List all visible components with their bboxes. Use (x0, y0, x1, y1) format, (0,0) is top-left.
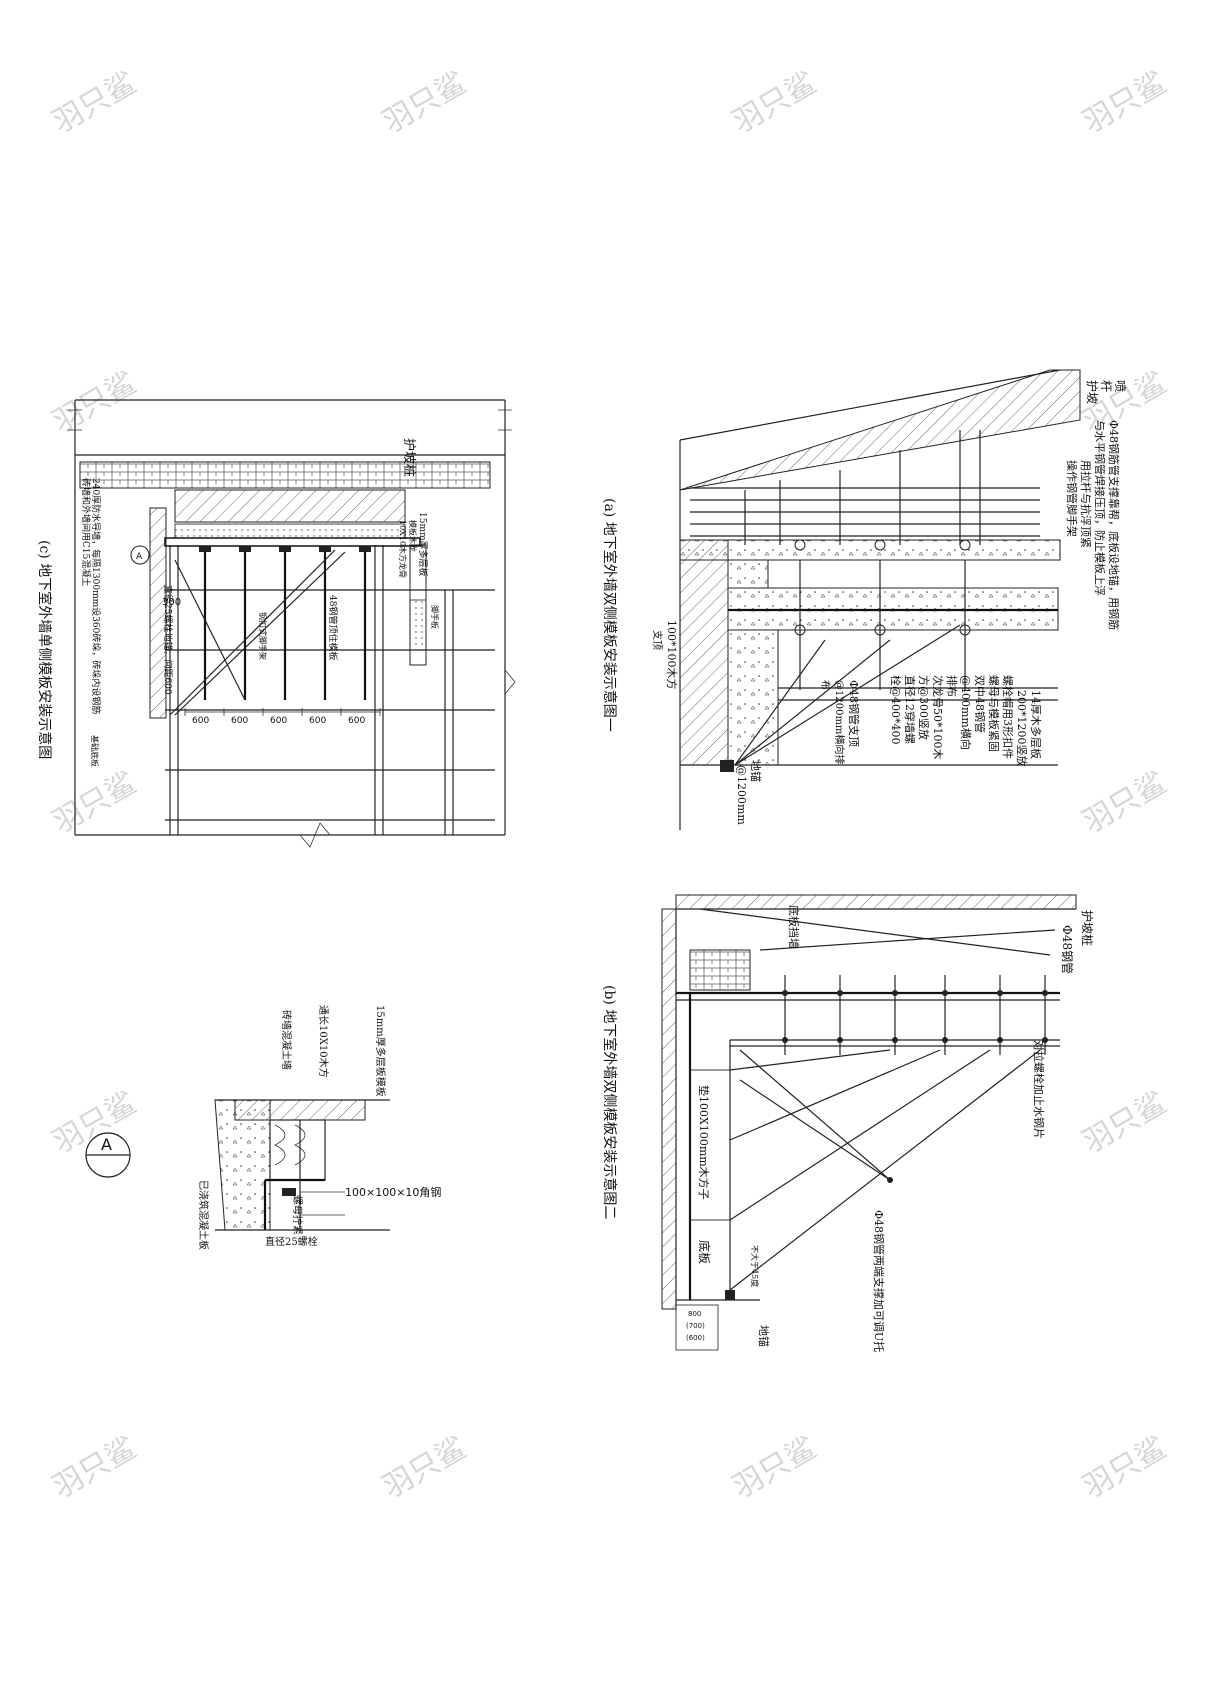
watermark: 羽只鲨 (1077, 65, 1172, 140)
label-board: 14厚木多层板 (1029, 690, 1043, 759)
label-wood: 100*100木方 (665, 620, 679, 690)
watermark: 羽只鲨 (47, 365, 142, 440)
label-base: 基础底板 (90, 735, 100, 767)
watermark: 羽只鲨 (377, 1430, 472, 1505)
posts-b (782, 975, 1048, 1055)
label-conc: 已浇筑混凝土板 (197, 1180, 210, 1250)
watermark: 羽只鲨 (1077, 1085, 1172, 1160)
diagram-b: 护坡桩 Φ48钢管 底板挡墙 对拉螺栓加止水钢片 Φ48钢管两端支撑加可调U托 … (601, 894, 1095, 1352)
watermark: 羽只鲨 (47, 1085, 142, 1160)
svg-text:A: A (136, 552, 143, 562)
label-note-4: 操作钢管脚手架 (1065, 460, 1079, 537)
label-brick2: 砖墙和外墙间用C15混凝土 (80, 478, 92, 586)
diagram-c: A 护坡桩 240厚防水导墙，每隔1300mm设360砖垛，砖垛内设钢筋 砖墙和… (36, 399, 516, 848)
label-anchor: 地锚 (757, 1325, 771, 1347)
label-pile: 护坡桩 (401, 438, 416, 477)
label-main: 模板木龙 (408, 520, 418, 552)
label-pen: 喷 (1113, 380, 1127, 392)
bracing (734, 539, 971, 766)
watermark: 羽只鲨 (727, 65, 822, 140)
label-angle: 100×100×10角钢 (345, 1186, 441, 1199)
scaffold-grid (165, 545, 495, 835)
label-spacing: @400mm横向 (959, 675, 973, 750)
label-bolt-d: 直径12穿墙螺 (903, 675, 917, 744)
dim-600: 600 (348, 716, 365, 726)
label-bolt-s: 栓@400*400 (889, 675, 903, 745)
label-note-2: 与水平钢管焊接压顶，防止模板上浮 (1093, 420, 1107, 596)
caption-a: (a) 地下室外墙双侧模板安装示意图一 (601, 498, 618, 732)
label-brick: 砖墙混凝土墙 (280, 1010, 293, 1070)
dim-600: 600 (231, 716, 248, 726)
detail-symbol: A (101, 1135, 112, 1154)
label-pipe: 48钢管顶住模板 (327, 595, 339, 660)
caption-c: (c) 地下室外墙单侧模板安装示意图 (36, 540, 53, 759)
label-board: 15mm厚多层板模板 (374, 1005, 387, 1097)
label-board2: 200*1200竖放 (1015, 690, 1029, 767)
label-screw: 直径25螺栓地锚，间距600 (162, 585, 174, 695)
watermark: 羽只鲨 (377, 65, 472, 140)
dim-600: 600 (309, 716, 326, 726)
label-pipe: Φ48钢管支顶 (847, 680, 861, 747)
label-pipe: Φ48钢管 (1060, 925, 1075, 974)
label-bolt-b: 螺母与模板紧固 (987, 675, 1001, 752)
watermark: 羽只鲨 (1077, 1430, 1172, 1505)
label-bolt-a: 螺栓帽用3形扣件 (1001, 675, 1015, 759)
label-wood: 通长10X10木方 (317, 1005, 330, 1078)
label-note-3: 用拉杆与抗浮顶紧 (1079, 460, 1093, 548)
caption-b: (b) 地下室外墙双侧模板安装示意图二 (601, 985, 618, 1219)
screw-posts (199, 546, 371, 700)
dim-700: (700) (686, 1322, 705, 1330)
label-scaffold: 脚手板 (430, 605, 440, 629)
label-dbl: 双中48钢管 (973, 675, 987, 733)
label-bolt: 对拉螺栓加止水钢片 (1032, 1040, 1046, 1139)
label-slab: 底板 (697, 1240, 712, 1264)
label-rib2: 次龙骨50*100木 (931, 675, 945, 760)
label-retain: 底板挡墙 (787, 905, 801, 949)
scaffold-posts (690, 430, 1040, 545)
label-pile: 护坡桩 (1080, 910, 1095, 946)
label-anchor-s: @1200mm (735, 765, 748, 825)
dim-300: 300 (162, 597, 181, 608)
label-nut: 螺母拧紧 (291, 1195, 304, 1235)
dim-600: 600 (192, 716, 209, 726)
dim-600: 600 (270, 716, 287, 726)
label-rib: 排布 (945, 675, 959, 697)
watermark: 羽只鲨 (727, 1430, 822, 1505)
dim-600: (600) (686, 1334, 705, 1342)
label-angle: 不大于45度 (750, 1245, 760, 1287)
label-gan: 杆 (1099, 380, 1113, 392)
label-note-1: Φ48钢筋管支撑靠帮，底板设地锚，用钢筋 (1107, 420, 1121, 630)
watermark-group: 羽只鲨 羽只鲨 羽只鲨 羽只鲨 羽只鲨 羽只鲨 羽只鲨 羽只鲨 羽只鲨 羽只鲨 … (47, 65, 1172, 1505)
label-pipe3: 布 (819, 680, 831, 690)
label-wood: 垫100X100mm木方子 (697, 1085, 711, 1200)
diagram-a: 护坡 杆 喷 Φ48钢筋管支撑靠帮，底板设地锚，用钢筋 与水平钢管焊接压顶，防止… (601, 369, 1127, 830)
label-bolt: 直径25螺栓 (265, 1235, 318, 1248)
label-board: 15mm厚多层板 (417, 512, 429, 577)
watermark: 羽只鲨 (47, 65, 142, 140)
label-pipe2: @1200mm横向排 (833, 680, 846, 764)
dim-800: 800 (688, 1310, 701, 1318)
label-brick: 240厚防水导墙，每隔1300mm设360砖垛，砖垛内设钢筋 (90, 478, 102, 714)
label-wood2: 支顶 (651, 630, 663, 650)
dimension-600s (184, 708, 381, 716)
watermark: 羽只鲨 (47, 765, 142, 840)
label-rib3: 方@300竖放 (917, 675, 931, 740)
label-pipe-brace: Φ48钢管两端支撑加可调U托 (872, 1210, 886, 1352)
label-wood: 10X10木方龙骨 (398, 520, 408, 578)
watermark: 羽只鲨 (1077, 765, 1172, 840)
label-hoop: 钢扣式脚手架 (258, 612, 268, 660)
braces-b (729, 1049, 1041, 1291)
label-hupo: 护坡 (1085, 380, 1099, 404)
watermark: 羽只鲨 (47, 1430, 142, 1505)
label-anchor: 地锚 (749, 760, 763, 782)
detail-A: A 15mm厚多层板模板 通长10X10木方 砖墙混凝土墙 100×100×10… (85, 1005, 441, 1250)
